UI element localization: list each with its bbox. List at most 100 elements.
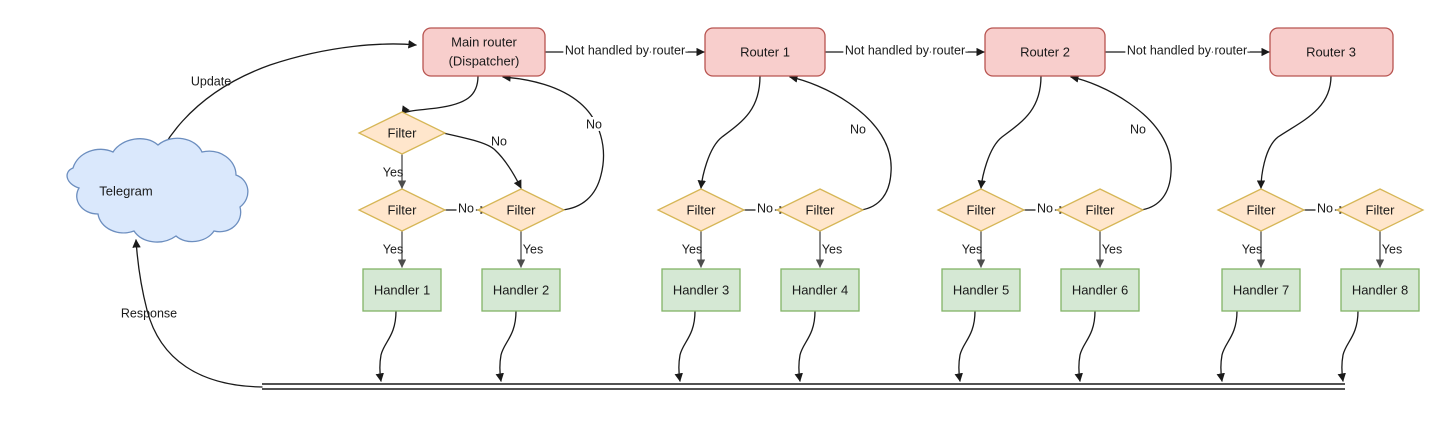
- node-label-handler-2: Handler 2: [493, 282, 549, 297]
- edge-label-no-4: No: [757, 201, 773, 215]
- edge-handler8-to-bus: [1337, 310, 1359, 382]
- node-label-main-router-line1: Main router: [451, 34, 517, 49]
- node-router-1[interactable]: Router 1: [704, 27, 826, 77]
- edge-label-yes-5: Yes: [822, 242, 842, 256]
- node-label-handler-5: Handler 5: [953, 282, 1009, 297]
- edge-label-no-5: No: [850, 122, 866, 136]
- edge-label-yes-9: Yes: [1382, 242, 1402, 256]
- node-label-filter-3: Filter: [507, 202, 537, 217]
- edge-not-handled-3: Not handled by router: [1105, 41, 1270, 60]
- edge-r1-filter-left-no: No: [741, 199, 788, 218]
- node-handler-8[interactable]: Handler 8: [1340, 268, 1420, 312]
- edge-filter-c-no-back: No: [502, 73, 605, 211]
- edge-response: Response: [121, 239, 263, 388]
- edge-label-not-handled-1: Not handled by router: [565, 43, 685, 57]
- node-label-router-3: Router 3: [1306, 44, 1356, 59]
- response-bus: [262, 383, 1345, 390]
- node-filter-1[interactable]: Filter: [357, 111, 447, 155]
- node-label-main-router-line2: (Dispatcher): [449, 53, 520, 68]
- edge-router3-to-filter: [1256, 75, 1332, 189]
- node-router-3[interactable]: Router 3: [1269, 27, 1394, 77]
- node-label-filter-1: Filter: [388, 125, 418, 140]
- node-main-router[interactable]: Main router (Dispatcher): [422, 27, 546, 77]
- node-filter-3[interactable]: Filter: [476, 188, 566, 232]
- node-label-filter-6: Filter: [967, 202, 997, 217]
- node-label-filter-7: Filter: [1086, 202, 1116, 217]
- node-handler-5[interactable]: Handler 5: [941, 268, 1021, 312]
- edge-label-yes-3: Yes: [523, 242, 543, 256]
- node-filter-4[interactable]: Filter: [656, 188, 746, 232]
- node-handler-1[interactable]: Handler 1: [362, 268, 442, 312]
- edge-router1-to-filter: [697, 75, 761, 189]
- edge-label-no-7: No: [1130, 122, 1146, 136]
- node-filter-7[interactable]: Filter: [1055, 188, 1145, 232]
- edge-r3-filter-right-yes: Yes: [1375, 230, 1402, 268]
- edge-handler3-to-bus: [674, 310, 696, 382]
- node-filter-2[interactable]: Filter: [357, 188, 447, 232]
- edge-r1-filter-right-yes: Yes: [815, 230, 842, 268]
- node-label-filter-4: Filter: [687, 202, 717, 217]
- node-telegram-cloud[interactable]: Telegram: [66, 137, 249, 243]
- node-handler-2[interactable]: Handler 2: [481, 268, 561, 312]
- node-label-telegram: Telegram: [99, 183, 152, 198]
- edge-handler7-to-bus: [1216, 310, 1238, 382]
- edge-label-not-handled-2: Not handled by router: [845, 43, 965, 57]
- edge-r1-filter-left-yes: Yes: [682, 230, 706, 268]
- edge-filter-a-no: No: [442, 132, 522, 189]
- edge-handler5-to-bus: [954, 310, 976, 382]
- edge-r2-filter-right-yes: Yes: [1095, 230, 1122, 268]
- edge-handler1-to-bus: [375, 310, 397, 382]
- edge-not-handled-2: Not handled by router: [825, 41, 985, 60]
- node-label-filter-5: Filter: [806, 202, 836, 217]
- edge-main-to-filter-a: [401, 75, 479, 115]
- edge-filter-b-yes: Yes: [383, 230, 407, 268]
- node-label-handler-6: Handler 6: [1072, 282, 1128, 297]
- node-handler-3[interactable]: Handler 3: [661, 268, 741, 312]
- edge-not-handled-1: Not handled by router: [545, 41, 705, 60]
- node-label-handler-8: Handler 8: [1352, 282, 1408, 297]
- node-label-filter-2: Filter: [388, 202, 418, 217]
- edge-filter-c-yes: Yes: [516, 230, 543, 268]
- edge-label-no-3: No: [586, 117, 602, 131]
- node-router-2[interactable]: Router 2: [984, 27, 1106, 77]
- node-filter-5[interactable]: Filter: [775, 188, 865, 232]
- edge-label-no-2: No: [458, 201, 474, 215]
- node-filter-6[interactable]: Filter: [936, 188, 1026, 232]
- node-label-handler-4: Handler 4: [792, 282, 848, 297]
- node-handler-7[interactable]: Handler 7: [1221, 268, 1301, 312]
- node-label-router-2: Router 2: [1020, 44, 1070, 59]
- node-label-filter-8: Filter: [1247, 202, 1277, 217]
- edge-handler6-to-bus: [1074, 310, 1096, 382]
- edge-label-not-handled-3: Not handled by router: [1127, 43, 1247, 57]
- edge-r2-filter-left-yes: Yes: [962, 230, 986, 268]
- node-filter-9[interactable]: Filter: [1335, 188, 1425, 232]
- node-label-filter-9: Filter: [1366, 202, 1396, 217]
- node-handler-4[interactable]: Handler 4: [780, 268, 860, 312]
- edge-label-response: Response: [121, 306, 177, 320]
- edge-label-yes-6: Yes: [962, 242, 982, 256]
- edge-r2-filter-right-no-back: No: [1070, 74, 1172, 211]
- edge-r1-filter-right-no-back: No: [789, 74, 892, 211]
- node-label-router-1: Router 1: [740, 44, 790, 59]
- edge-label-no-1: No: [491, 134, 507, 148]
- node-handler-6[interactable]: Handler 6: [1060, 268, 1140, 312]
- edge-router2-to-filter: [977, 75, 1042, 189]
- edge-label-yes-1: Yes: [383, 165, 403, 179]
- edge-handler4-to-bus: [794, 310, 816, 382]
- edge-label-yes-2: Yes: [383, 242, 403, 256]
- edge-filter-b-no: No: [442, 199, 489, 218]
- edge-label-yes-8: Yes: [1242, 242, 1262, 256]
- node-filter-8[interactable]: Filter: [1216, 188, 1306, 232]
- edge-r3-filter-left-no: No: [1301, 199, 1348, 218]
- edge-handler2-to-bus: [495, 310, 517, 382]
- node-label-handler-3: Handler 3: [673, 282, 729, 297]
- node-label-handler-1: Handler 1: [374, 282, 430, 297]
- edge-label-yes-4: Yes: [682, 242, 702, 256]
- edge-label-no-6: No: [1037, 201, 1053, 215]
- edge-label-yes-7: Yes: [1102, 242, 1122, 256]
- edge-label-update: Update: [191, 74, 231, 88]
- node-label-handler-7: Handler 7: [1233, 282, 1289, 297]
- edge-r3-filter-left-yes: Yes: [1242, 230, 1266, 268]
